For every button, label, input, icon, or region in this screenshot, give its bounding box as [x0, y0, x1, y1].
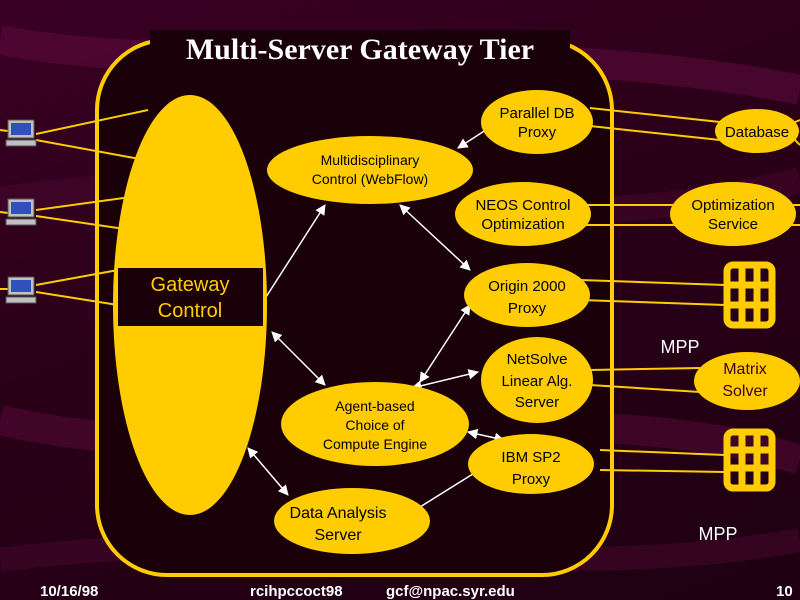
- title-backdrop: [150, 30, 570, 68]
- computer-icon: [5, 276, 37, 304]
- agent-based-node: [281, 382, 469, 466]
- footer-code: rcihpccoct98: [250, 583, 343, 600]
- netsolve-node: [481, 337, 593, 423]
- mpp-top-label: MPP: [660, 337, 699, 357]
- footer-email: gcf@npac.syr.edu: [386, 583, 515, 600]
- multidisciplinary-control-node: [267, 136, 473, 204]
- optimization-service-node: [670, 182, 796, 246]
- footer-page-number: 10: [776, 583, 793, 600]
- origin-proxy-node: [464, 263, 590, 327]
- computer-icon: [5, 198, 37, 226]
- database-label: Database: [725, 124, 789, 141]
- computer-icon: [5, 119, 37, 147]
- page-title: Multi-Server Gateway Tier: [186, 33, 534, 66]
- neos-control-node: [455, 182, 591, 246]
- footer-date: 10/16/98: [40, 583, 98, 600]
- mpp-grid-icon: [723, 261, 776, 329]
- mpp-grid-icon: [723, 428, 776, 492]
- data-analysis-node: [274, 488, 430, 554]
- matrix-solver-node: [694, 352, 800, 410]
- parallel-db-proxy-node: [481, 90, 593, 154]
- ibm-sp2-node: [468, 434, 594, 494]
- service-links: [579, 107, 800, 473]
- gateway-control-label-backdrop: [118, 268, 263, 326]
- database-node: [715, 109, 799, 153]
- mpp-bottom-label: MPP: [698, 524, 737, 544]
